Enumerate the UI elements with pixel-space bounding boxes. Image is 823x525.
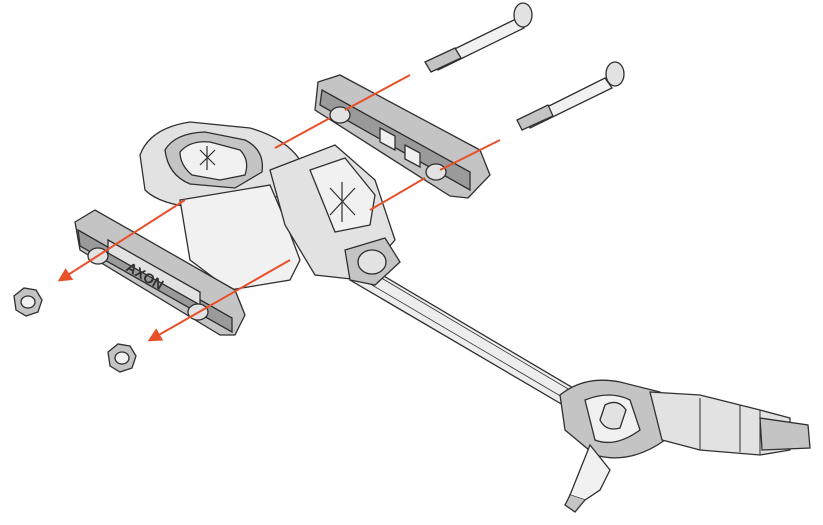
saddle-mount (139, 121, 301, 209)
center-block (179, 144, 401, 291)
axle-rod (349, 261, 586, 413)
bolt-long (424, 2, 533, 73)
bolt-short (516, 61, 625, 131)
nut-left (13, 287, 43, 317)
assembly-arrow (57, 74, 501, 342)
nut-right (107, 343, 137, 373)
knuckle-assembly (559, 379, 811, 513)
